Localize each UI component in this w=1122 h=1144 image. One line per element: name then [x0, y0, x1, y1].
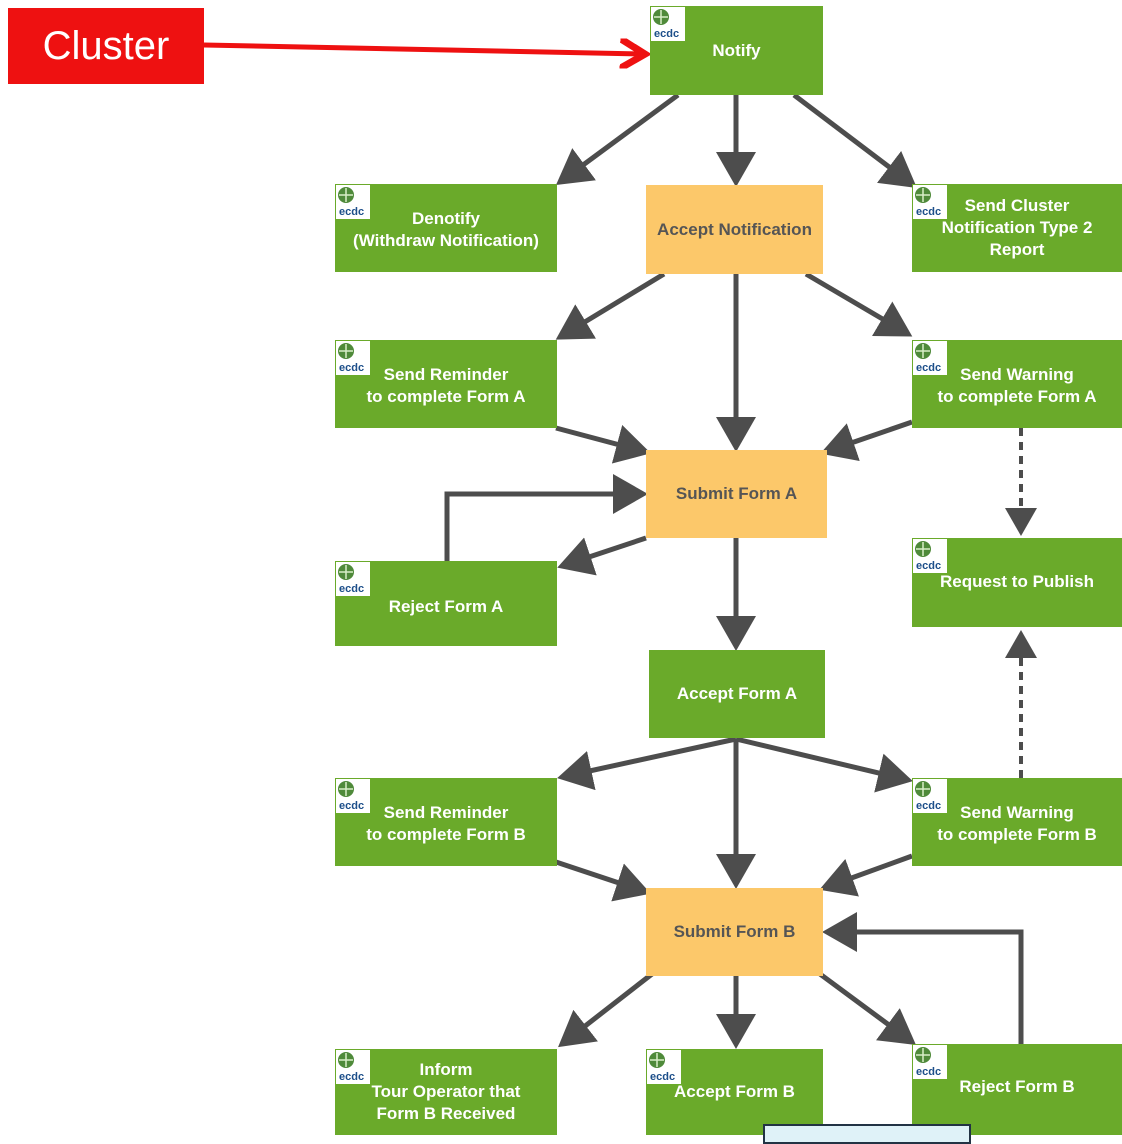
ecdc-logo-icon: ecdc: [913, 1045, 947, 1079]
node-label: Request to Publish: [940, 571, 1094, 591]
ecdc-logo-text: ecdc: [916, 800, 941, 812]
arrow-submit-b-inform: [558, 972, 654, 1048]
arrow-reject-a-submit-a: [444, 474, 648, 562]
node-label: Notify: [712, 40, 761, 60]
arrow-warning-a-submit-a: [820, 419, 913, 462]
ecdc-logo-text: ecdc: [916, 362, 941, 374]
node-reminder-form-a[interactable]: ecdc Send Reminder to complete Form A: [335, 340, 557, 428]
ecdc-logo-icon: ecdc: [647, 1050, 681, 1084]
arrow-reminder-a-submit-a: [555, 424, 651, 464]
node-label: Accept Form B: [674, 1082, 795, 1101]
node-label: Submit Form B: [673, 922, 796, 941]
node-inform-tour-operator[interactable]: ecdc Inform Tour Operator that Form B Re…: [335, 1049, 557, 1135]
ecdc-logo-text: ecdc: [339, 583, 364, 595]
node-send-cluster-report[interactable]: ecdc Send Cluster Notification Type 2 Re…: [912, 184, 1122, 272]
ecdc-logo-icon: ecdc: [336, 185, 370, 219]
node-reject-form-b[interactable]: ecdc Reject Form B: [912, 1044, 1122, 1135]
node-accept-form-b[interactable]: ecdc Accept Form B: [646, 1049, 823, 1135]
node-label: Send Cluster Notification Type 2 Report: [941, 196, 1093, 259]
ecdc-logo-icon: ecdc: [336, 562, 370, 596]
ecdc-logo-text: ecdc: [654, 28, 679, 40]
arrow-submit-b-reject-b: [818, 971, 917, 1045]
node-label: Reject Form B: [959, 1076, 1075, 1096]
node-label: Send Warning to complete Form A: [937, 365, 1097, 406]
node-label: Send Warning to complete Form B: [937, 803, 1097, 844]
arrow-notify-denotify: [555, 92, 680, 185]
ecdc-logo-icon: ecdc: [336, 779, 370, 813]
ecdc-logo-text: ecdc: [339, 206, 364, 218]
ecdc-logo-text: ecdc: [650, 1071, 675, 1083]
node-label: Submit Form A: [675, 484, 798, 503]
node-reminder-form-b[interactable]: ecdc Send Reminder to complete Form B: [335, 778, 557, 866]
ecdc-logo-text: ecdc: [916, 206, 941, 218]
arrow-accnotif-reminder-a: [555, 271, 666, 340]
node-label: Accept Notification: [657, 219, 812, 239]
node-warning-form-a[interactable]: ecdc Send Warning to complete Form A: [912, 340, 1122, 428]
node-label: Inform Tour Operator that Form B Receive…: [371, 1060, 521, 1123]
node-label: Accept Form A: [676, 684, 798, 703]
ecdc-logo-text: ecdc: [339, 1071, 364, 1083]
node-denotify[interactable]: ecdc Denotify (Withdraw Notification): [335, 184, 557, 272]
ecdc-logo-icon: ecdc: [651, 7, 685, 41]
cropped-box: [763, 1124, 971, 1144]
arrow-accept-a-warning-b: [735, 736, 913, 793]
arrow-accnotif-warning-a: [804, 271, 913, 337]
node-reject-form-a[interactable]: ecdc Reject Form A: [335, 561, 557, 646]
node-label: Reject Form A: [388, 596, 504, 616]
arrow-notify-cluster-report: [792, 93, 917, 189]
arrow-reminder-b-submit-b: [555, 859, 651, 902]
arrow-accept-a-reminder-b: [557, 736, 737, 791]
ecdc-logo-text: ecdc: [916, 1066, 941, 1078]
arrow-cluster-notify: [203, 45, 640, 54]
node-warning-form-b[interactable]: ecdc Send Warning to complete Form B: [912, 778, 1122, 866]
ecdc-logo-icon: ecdc: [913, 185, 947, 219]
ecdc-logo-text: ecdc: [916, 560, 941, 572]
ecdc-logo-icon: ecdc: [336, 1050, 370, 1084]
node-accept-notification[interactable]: Accept Notification: [646, 185, 823, 274]
arrow-submit-a-reject-a: [557, 535, 647, 576]
ecdc-logo-text: ecdc: [339, 362, 364, 374]
arrow-warning-b-submit-b: [819, 853, 913, 897]
ecdc-logo-icon: ecdc: [913, 341, 947, 375]
ecdc-logo-icon: ecdc: [913, 539, 947, 573]
node-label: Send Reminder to complete Form A: [366, 365, 526, 406]
node-submit-form-b[interactable]: Submit Form B: [646, 888, 823, 976]
node-accept-form-a[interactable]: Accept Form A: [649, 650, 825, 738]
ecdc-logo-icon: ecdc: [913, 779, 947, 813]
cluster-label: Cluster: [8, 8, 204, 84]
ecdc-logo-icon: ecdc: [336, 341, 370, 375]
arrow-reject-b-submit-b: [822, 912, 1024, 1044]
node-label: Send Reminder to complete Form B: [366, 803, 526, 844]
ecdc-logo-text: ecdc: [339, 800, 364, 812]
node-request-publish[interactable]: ecdc Request to Publish: [912, 538, 1122, 627]
node-notify[interactable]: ecdc Notify: [650, 6, 823, 95]
node-submit-form-a[interactable]: Submit Form A: [646, 450, 827, 538]
node-label: Denotify (Withdraw Notification): [353, 209, 539, 250]
